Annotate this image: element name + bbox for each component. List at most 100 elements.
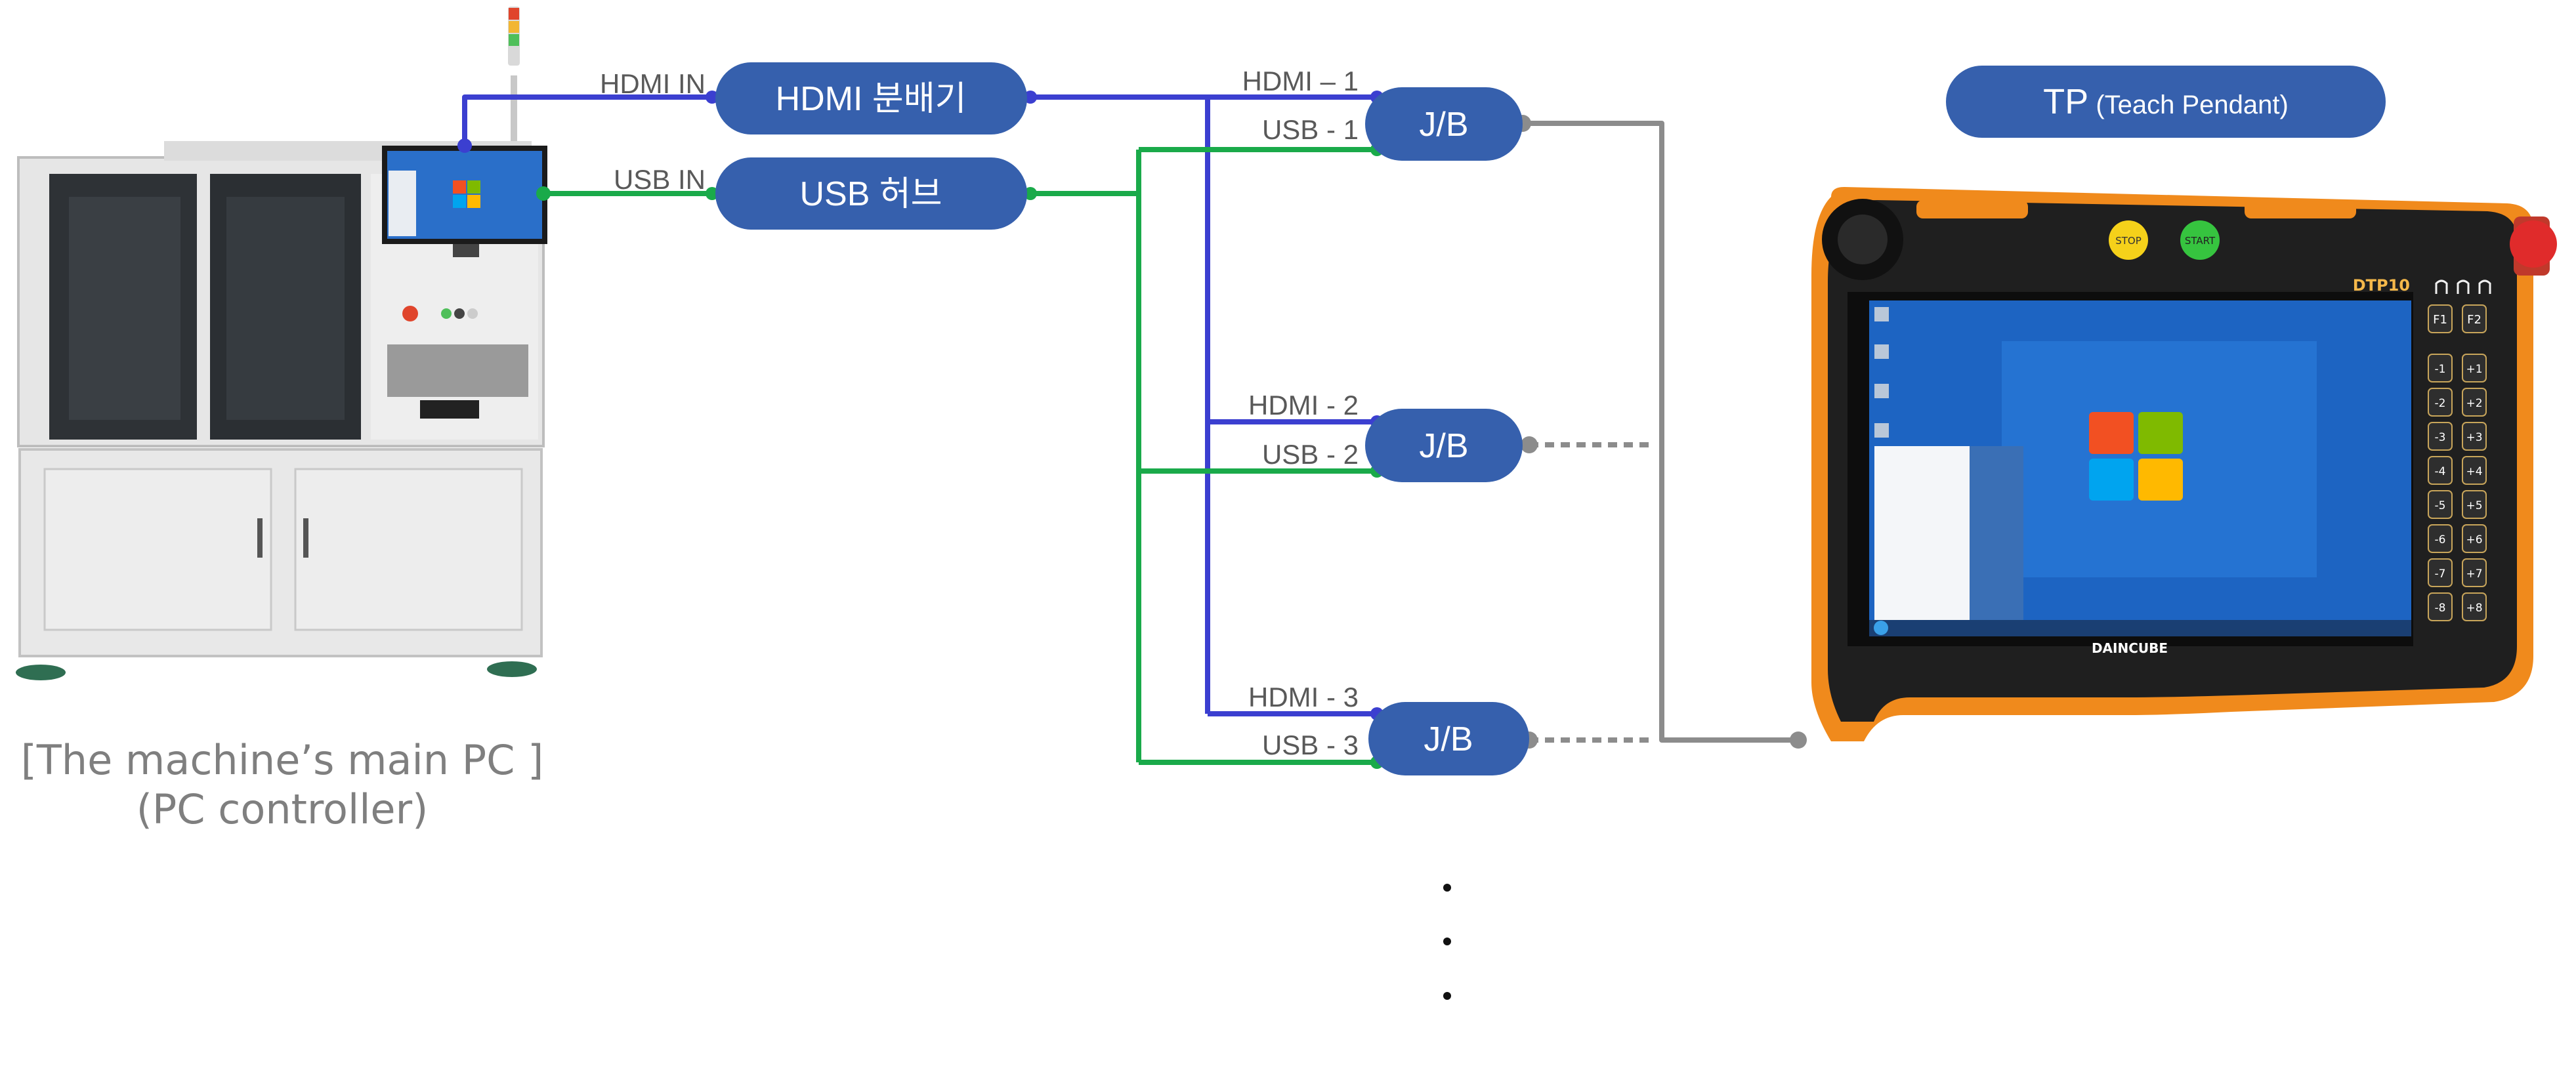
jog-plus-key-4-label: +4 — [2466, 465, 2482, 478]
jog-minus-key-4[interactable] — [2428, 456, 2453, 485]
hdmi-3-label: HDMI - 3 — [1248, 682, 1359, 712]
tp-gap — [2088, 91, 2096, 119]
pendant-estop-icon — [2510, 220, 2557, 268]
jog-plus-key-4[interactable] — [2462, 456, 2487, 485]
usb-hub-label: USB 허브 — [799, 175, 942, 213]
ellipsis-dot-2 — [1443, 938, 1451, 945]
jog-plus-key-3-label: +3 — [2466, 431, 2482, 444]
usb-3-label: USB - 3 — [1262, 730, 1359, 760]
usb-1-label: USB - 1 — [1262, 114, 1359, 145]
emergency-stop-icon — [402, 306, 418, 321]
dot-monitor-usb — [536, 186, 551, 201]
tp-subtitle: (Teach Pendant) — [2096, 91, 2289, 119]
jog-plus-key-2[interactable] — [2462, 388, 2487, 417]
jog-plus-key-5-label: +5 — [2466, 499, 2482, 512]
signal-tower-pole — [511, 75, 517, 190]
jog-minus-key-7[interactable] — [2428, 558, 2453, 587]
jog-minus-key-5-label: -5 — [2435, 499, 2446, 512]
jog-minus-key-5[interactable] — [2428, 490, 2453, 519]
jog-plus-key-7-label: +7 — [2466, 567, 2482, 581]
ellipsis-dot-1 — [1443, 884, 1451, 892]
hdmi-wiring — [462, 94, 1377, 716]
dot-splitter-out — [1024, 91, 1037, 104]
jog-plus-key-7[interactable] — [2462, 558, 2487, 587]
f2-key-label: F2 — [2467, 313, 2481, 327]
tp-pill — [1946, 66, 2386, 138]
jog-plus-key-6[interactable] — [2462, 524, 2487, 553]
desktop-icon-3 — [1874, 384, 1889, 398]
jog-keys: -1-2-3-4-5-6-7-8+1+2+3+4+5+6+7+8 — [2428, 354, 2487, 621]
ellipsis-dot-3 — [1443, 992, 1451, 1000]
hdmi-splitter-label: HDMI 분배기 — [776, 80, 967, 118]
usb-in-label: USB IN — [614, 164, 706, 195]
jb-1-pill — [1365, 87, 1523, 161]
f1-key-label: F1 — [2433, 313, 2447, 327]
f1-key[interactable] — [2428, 304, 2453, 333]
pendant-enable-switch-inner — [1838, 215, 1888, 264]
dot-hub-in — [706, 187, 719, 200]
hdmi-splitter-pill — [715, 62, 1027, 134]
jog-minus-key-4-label: -4 — [2435, 465, 2446, 478]
pendant-windows-logo-icon — [2089, 412, 2183, 501]
desktop-icon-1 — [1874, 307, 1889, 321]
tp-title: TP — [2043, 82, 2088, 121]
usb-hub-node: USB 허브 — [715, 157, 1027, 230]
jog-plus-key-6-label: +6 — [2466, 533, 2482, 546]
desktop-icon-2 — [1874, 344, 1889, 359]
desktop-icon-4 — [1874, 423, 1889, 438]
jog-minus-key-3[interactable] — [2428, 422, 2453, 451]
pendant-top-tab-right — [2245, 200, 2356, 218]
indicator-white-icon — [467, 308, 478, 319]
usb-hub-pill — [715, 157, 1027, 230]
status-icon-2 — [2457, 279, 2470, 294]
hdmi-in-label: HDMI IN — [600, 68, 706, 99]
jb-3-pill — [1368, 702, 1529, 775]
status-icon-1 — [2435, 279, 2448, 294]
start-button-label: START — [2185, 235, 2216, 247]
cabinet-door-left — [43, 468, 272, 631]
hdmi-splitter-node: HDMI 분배기 — [715, 62, 1027, 134]
teach-pendant-device: STOP START DTP10 DAINCUBE — [1811, 187, 2557, 741]
continuation-ellipsis — [1443, 884, 1451, 1000]
machine-main-pc: [The machine’s main PC ] (PC controller) — [16, 7, 547, 833]
jog-plus-key-5[interactable] — [2462, 490, 2487, 519]
pendant-start-orb-icon — [1874, 621, 1888, 635]
machine-foot-right — [487, 661, 537, 677]
jog-minus-key-3-label: -3 — [2435, 431, 2446, 444]
jb-2-node: J/B — [1365, 409, 1523, 482]
start-button[interactable] — [2180, 220, 2220, 260]
jog-minus-key-1[interactable] — [2428, 354, 2453, 382]
cabinet-door-right — [294, 468, 523, 631]
hdmi-1-label: HDMI – 1 — [1242, 66, 1359, 96]
stop-button[interactable] — [2109, 220, 2148, 260]
dot-pendant-in — [1790, 732, 1807, 749]
jog-plus-key-2-label: +2 — [2466, 397, 2482, 410]
machine-caption-line2: (PC controller) — [137, 785, 429, 833]
dot-jb2-tp — [1521, 436, 1538, 453]
tp-cable-line — [1523, 121, 1798, 743]
door-handle-left — [257, 518, 263, 558]
pendant-taskbar — [1869, 620, 2411, 636]
dot-monitor-hdmi — [457, 138, 472, 153]
indicator-green-icon — [441, 308, 452, 319]
jog-minus-key-1-label: -1 — [2435, 363, 2446, 376]
pc-monitor-startmenu — [389, 171, 416, 236]
signal-red — [509, 8, 519, 20]
jog-minus-key-8[interactable] — [2428, 592, 2453, 621]
tp-title-text: TP (Teach Pendant) — [2043, 82, 2289, 121]
f2-key[interactable] — [2462, 304, 2487, 333]
usb-wiring — [543, 147, 1377, 765]
jog-minus-key-6[interactable] — [2428, 524, 2453, 553]
jog-plus-key-8-label: +8 — [2466, 602, 2482, 615]
jog-plus-key-3[interactable] — [2462, 422, 2487, 451]
jog-plus-key-1[interactable] — [2462, 354, 2487, 382]
usb-2-label: USB - 2 — [1262, 439, 1359, 470]
jog-plus-key-8[interactable] — [2462, 592, 2487, 621]
pendant-start-menu — [1874, 446, 1970, 620]
monitor-windows-logo-icon — [453, 180, 480, 208]
dot-hub-out — [1024, 187, 1037, 200]
pendant-top-tab-left — [1916, 200, 2028, 218]
jb-2-pill — [1365, 409, 1523, 482]
dot-splitter-in — [706, 91, 719, 104]
jog-minus-key-2[interactable] — [2428, 388, 2453, 417]
